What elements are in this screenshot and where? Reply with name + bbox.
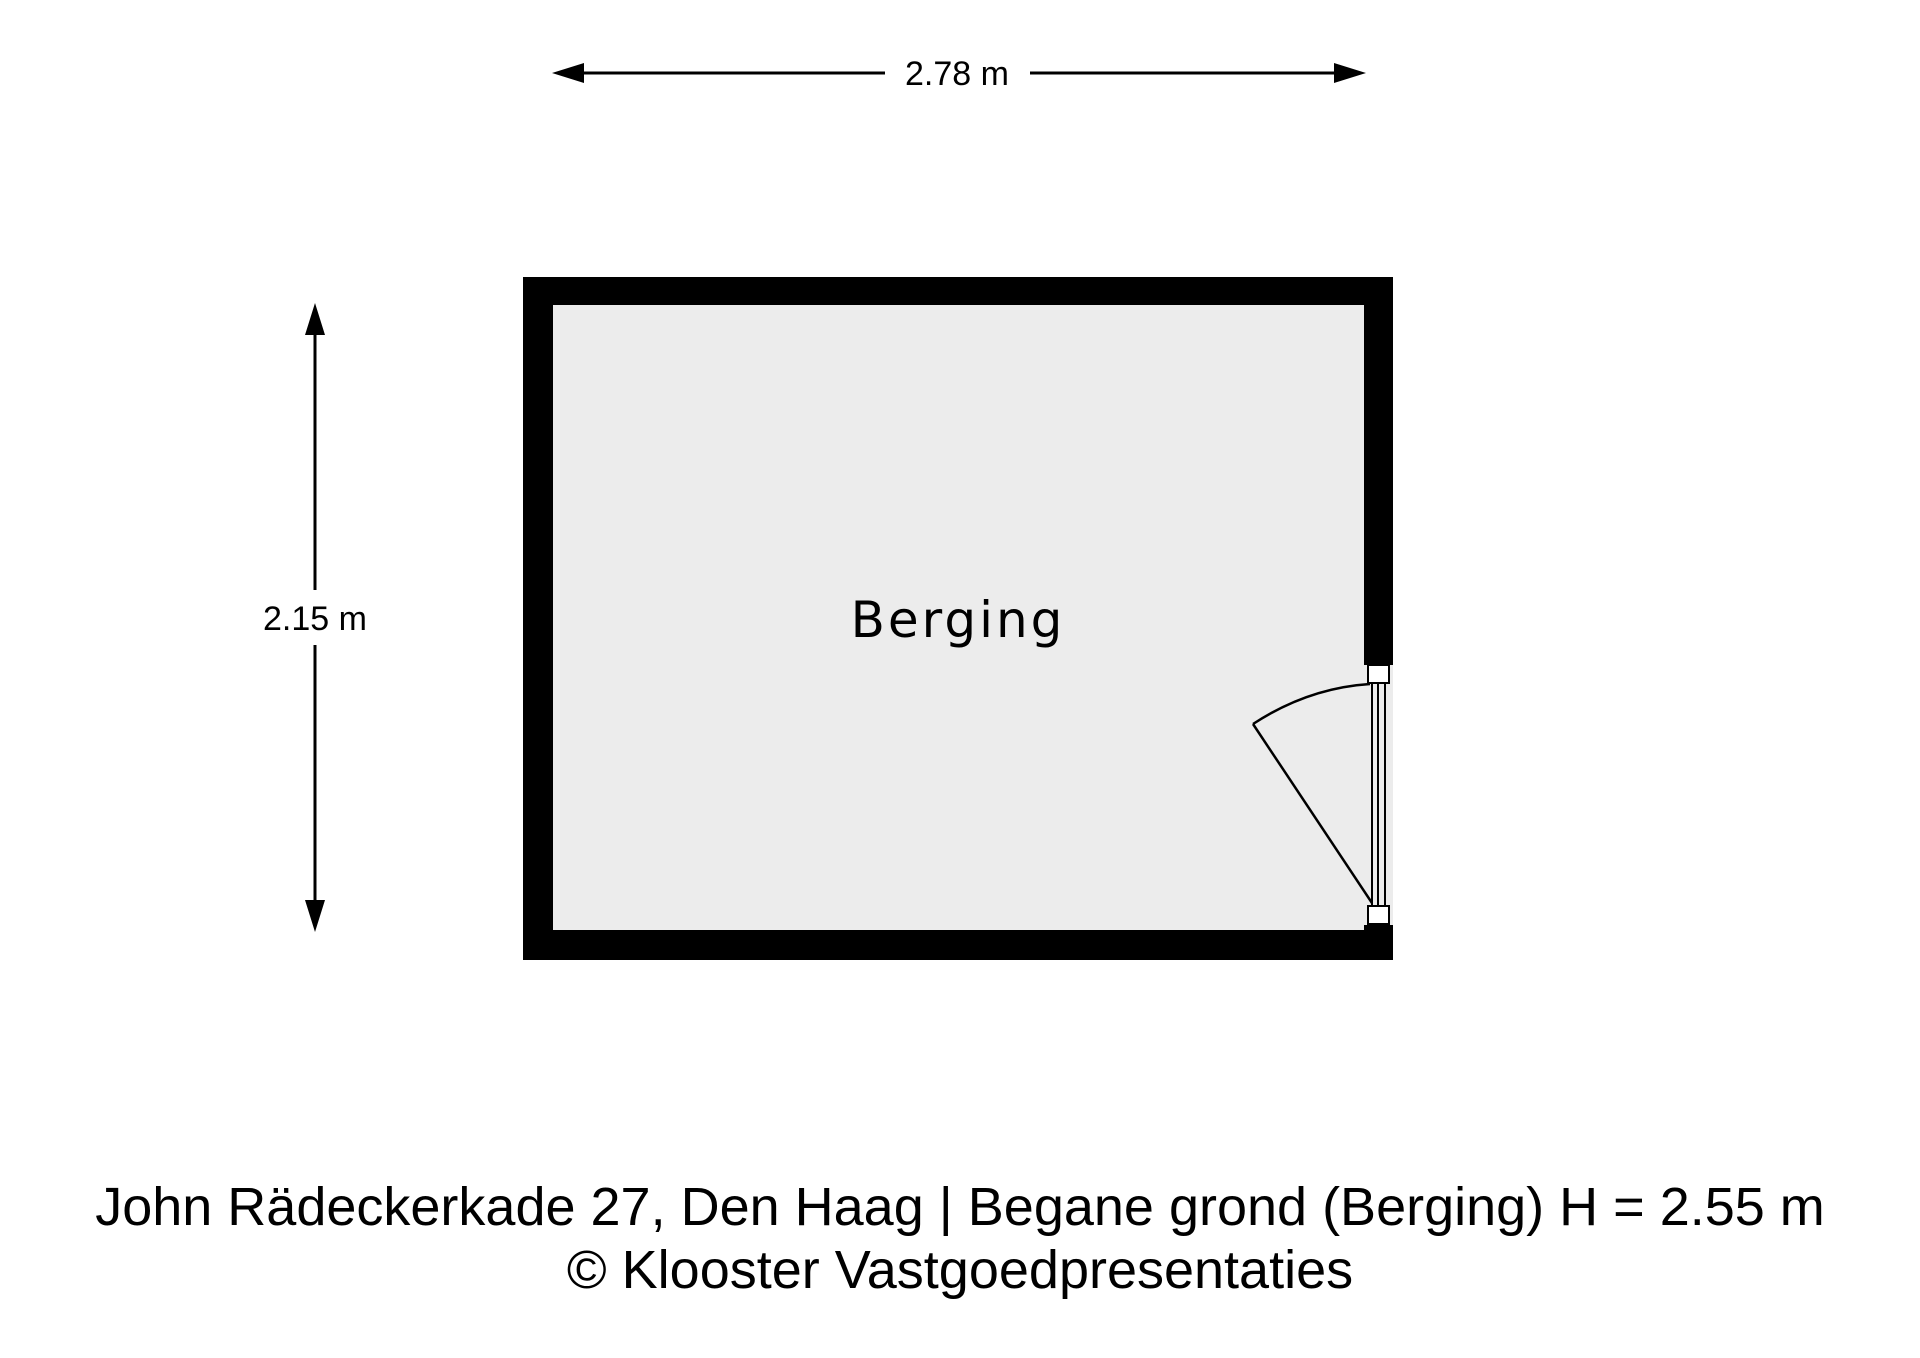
arrowhead-up-icon <box>305 303 325 335</box>
door-leaf <box>1251 723 1374 904</box>
room-floor <box>553 305 1364 930</box>
door-swing-arc <box>1252 682 1371 726</box>
depth-dimension-label: 2.15 m <box>263 600 367 638</box>
width-dimension-label: 2.78 m <box>905 55 1009 93</box>
arrowhead-right-icon <box>1334 63 1366 83</box>
arrowhead-left-icon <box>552 63 584 83</box>
copyright-caption: © Klooster Vastgoedpresentaties <box>566 1240 1354 1300</box>
depth-dimension: 2.15 m <box>263 303 367 932</box>
room-berging: Berging <box>523 277 1393 960</box>
arrowhead-down-icon <box>305 900 325 932</box>
door-frame-bottom <box>1367 905 1390 925</box>
width-dimension: 2.78 m <box>552 55 1366 93</box>
address-caption: John Rädeckerkade 27, Den Haag | Begane … <box>95 1177 1825 1237</box>
door-frame-top <box>1367 664 1390 684</box>
door-swing-icon <box>1251 682 1374 904</box>
room-label: Berging <box>851 591 1066 649</box>
